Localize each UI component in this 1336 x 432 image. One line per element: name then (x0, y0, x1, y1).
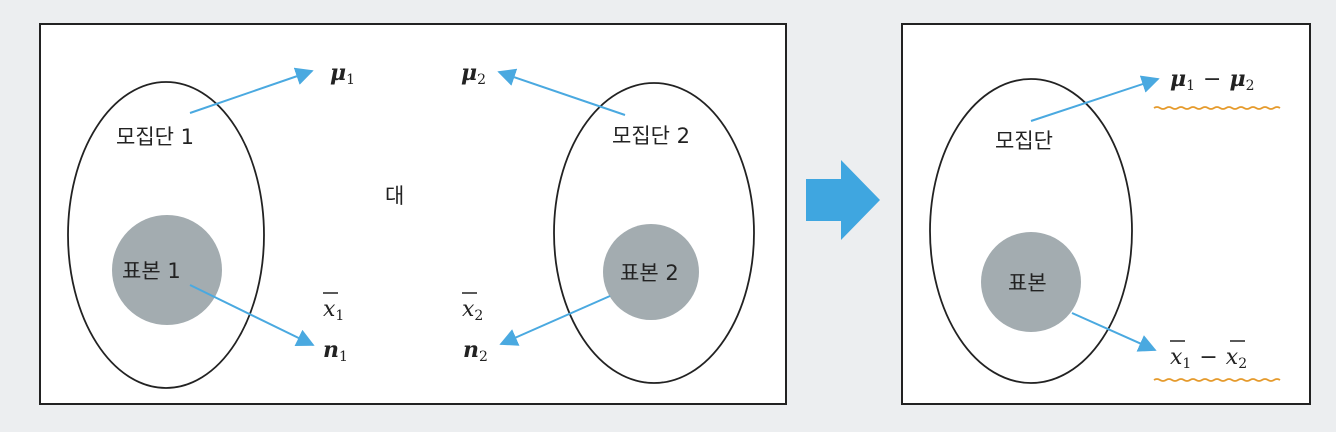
population1-ellipse (67, 81, 265, 389)
population-ellipse (929, 78, 1133, 384)
arrow-pop2-to-mu2 (497, 68, 626, 116)
stat-diff-expression: x1−x2 (1170, 345, 1247, 372)
versus-label: 대 (385, 184, 404, 208)
param-diff-expression: μ1−μ2 (1170, 66, 1255, 94)
param-diff-underline (1153, 106, 1281, 110)
population2-label: 모집단 2 (612, 124, 690, 148)
arrow-population-to-param-diff (1030, 75, 1160, 122)
sample-circle (981, 232, 1081, 332)
left-panel (39, 23, 787, 405)
sample-label: 표본 (1008, 271, 1047, 295)
n1-symbol: n1 (323, 337, 348, 365)
arrow-sample1-to-n1 (189, 284, 315, 346)
arrow-sample2-to-n2 (499, 295, 611, 346)
mu1-symbol: μ1 (330, 60, 355, 88)
population-label: 모집단 (995, 129, 1053, 153)
xbar2-symbol: x2 (462, 297, 483, 324)
sample2-circle (603, 224, 699, 320)
transition-arrow-icon (806, 160, 880, 240)
sample1-circle (112, 215, 222, 325)
sample2-label: 표본 2 (620, 261, 679, 285)
mu2-symbol: μ2 (461, 60, 486, 88)
population1-label: 모집단 1 (116, 125, 194, 149)
stat-diff-underline (1153, 378, 1281, 382)
population2-ellipse (553, 82, 755, 384)
arrow-pop1-to-mu1 (189, 67, 314, 114)
arrow-sample-to-stat-diff (1071, 312, 1157, 352)
n2-symbol: n2 (463, 337, 488, 365)
sample1-label: 표본 1 (122, 259, 181, 283)
xbar1-symbol: x1 (323, 297, 344, 324)
